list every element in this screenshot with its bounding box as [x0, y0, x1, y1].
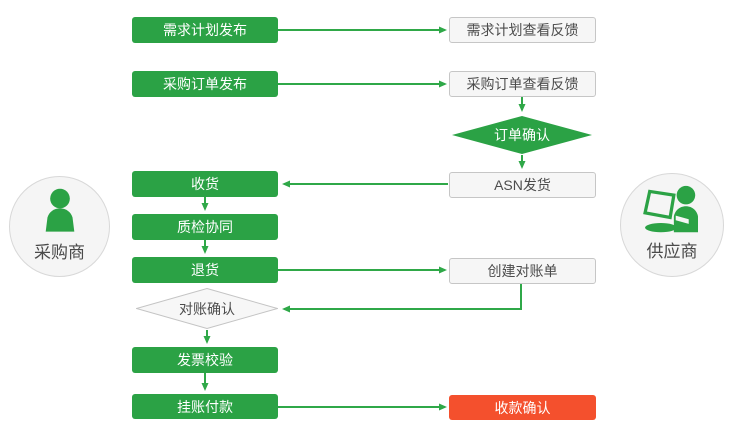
node-label: 挂账付款: [177, 398, 233, 415]
actor-supplier-label: 供应商: [646, 242, 698, 261]
node-label: 收货: [191, 176, 219, 192]
node-payment: 挂账付款: [132, 394, 278, 419]
node-po-feedback: 采购订单查看反馈: [449, 71, 596, 97]
node-label: 需求计划查看反馈: [466, 22, 579, 38]
person-with-laptop-icon: [643, 185, 698, 233]
diamond-shape: [452, 116, 592, 154]
node-label: 发票校验: [177, 352, 233, 368]
node-demand-plan-feedback: 需求计划查看反馈: [449, 17, 596, 43]
node-receive-goods: 收货: [132, 171, 278, 197]
actor-buyer: 采购商: [9, 176, 110, 277]
diamond-shape: [136, 288, 278, 329]
node-label: 创建对账单: [487, 263, 558, 279]
node-label: 订单确认: [494, 127, 550, 143]
person-silhouette-icon: [45, 188, 74, 232]
node-label: 收款确认: [494, 399, 551, 416]
node-label: 需求计划发布: [163, 22, 247, 38]
node-label: ASN发货: [494, 177, 551, 193]
connector-statement-to-recon-confirm: [282, 284, 522, 313]
node-return-goods: 退货: [132, 257, 278, 283]
node-order-confirm: 订单确认: [452, 116, 592, 154]
node-invoice-verify: 发票校验: [132, 347, 278, 373]
node-label: 采购订单查看反馈: [466, 76, 579, 92]
node-label: 质检协同: [177, 219, 233, 235]
node-asn-ship: ASN发货: [449, 172, 596, 198]
actor-supplier: 供应商: [620, 173, 724, 277]
node-recon-confirm: 对账确认: [136, 288, 278, 329]
node-label: 采购订单发布: [163, 76, 247, 92]
node-po-publish: 采购订单发布: [132, 71, 278, 97]
actor-buyer-label: 采购商: [34, 243, 85, 262]
node-label: 退货: [191, 262, 219, 278]
node-receipt-confirm: 收款确认: [449, 395, 596, 420]
node-demand-plan-publish: 需求计划发布: [132, 17, 278, 43]
node-label: 对账确认: [179, 300, 235, 317]
node-create-statement: 创建对账单: [449, 258, 596, 284]
node-quality-check: 质检协同: [132, 214, 278, 240]
